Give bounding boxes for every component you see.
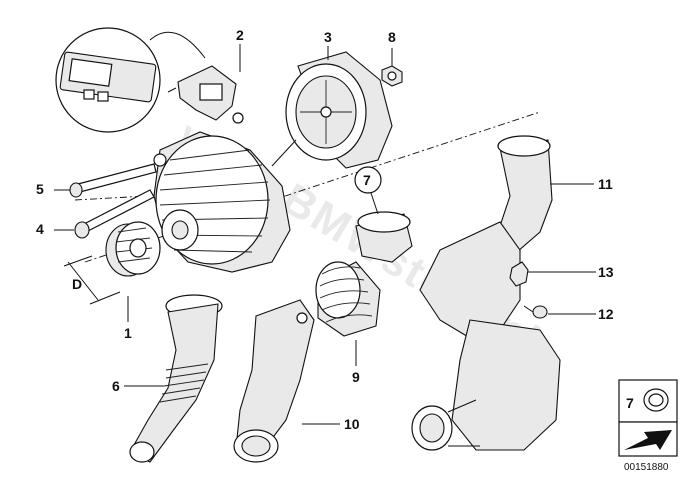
corrugated-hose	[315, 211, 413, 337]
nut	[381, 65, 403, 87]
label-8: 8	[388, 29, 396, 45]
legend-box-number: 7	[626, 395, 634, 411]
label-11: 11	[598, 176, 613, 192]
label-7: 7	[363, 172, 371, 188]
label-2: 2	[236, 27, 244, 43]
screw	[523, 305, 548, 319]
label-3: 3	[324, 29, 332, 45]
legend-box-clamp: 7	[618, 379, 678, 423]
label-13: 13	[598, 264, 614, 280]
air-duct	[411, 135, 561, 451]
axis-line-main	[84, 111, 541, 263]
label-6: 6	[112, 378, 120, 394]
label-7-circle	[354, 166, 382, 194]
legend-box-arrow	[618, 421, 678, 457]
part-labels: 2 3 8 5 4 1 6 7 9 10 11 13 12	[36, 27, 614, 432]
label-4: 4	[36, 221, 44, 237]
intake-hose	[129, 294, 223, 463]
bolt-long	[69, 163, 157, 198]
label-9: 9	[352, 369, 360, 385]
dimension-d-label: D	[72, 276, 82, 292]
clip	[509, 261, 529, 287]
label-5: 5	[36, 181, 44, 197]
label-12: 12	[598, 306, 614, 322]
leader-lines	[54, 44, 596, 425]
label-1: 1	[124, 325, 132, 341]
fan-cover	[285, 51, 393, 169]
pulley	[105, 221, 161, 277]
arrow-icon	[624, 430, 672, 450]
tube	[233, 299, 315, 463]
voltage-regulator	[167, 65, 244, 124]
bolt-short	[74, 189, 155, 239]
alternator	[153, 131, 291, 273]
label-10: 10	[344, 416, 360, 432]
reference-number: 00151880	[624, 462, 669, 473]
connector-detail-inset	[55, 27, 206, 133]
dimension-d: D	[63, 255, 121, 305]
